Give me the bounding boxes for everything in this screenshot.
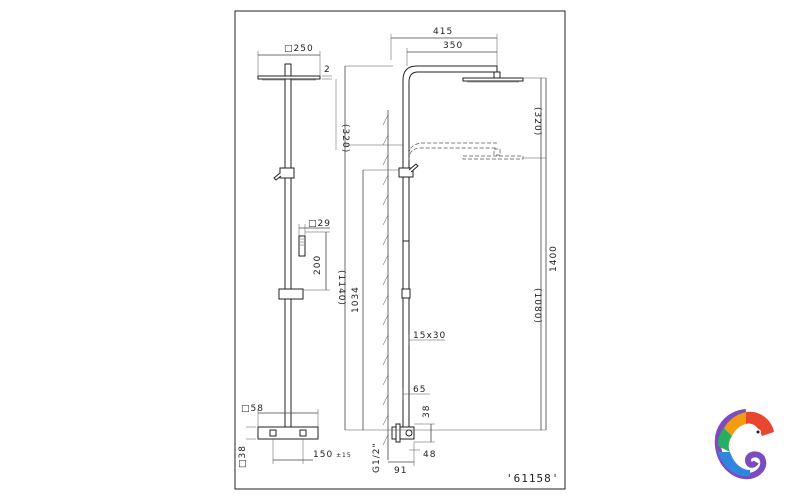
dim-arm-total: 415 — [433, 27, 453, 37]
dim-hand-length: 200 — [313, 255, 323, 275]
dim-hand-size: □29 — [308, 219, 331, 229]
side-column-arm — [402, 65, 498, 430]
dim-mixer-depth: □38 — [238, 445, 248, 468]
dim-mixer-centres: 150 — [313, 450, 333, 460]
front-mixer — [257, 426, 319, 440]
dim-bracket-height: (1140) — [336, 270, 346, 306]
dim-mixer-height: 38 — [422, 405, 432, 418]
side-rain-head — [462, 77, 524, 82]
front-view: □250 2 (320) □29 200 □58 □38 150 ±15 — [238, 44, 352, 468]
dim-mixer-projection: 48 — [423, 450, 436, 460]
drawing-frame — [234, 10, 566, 490]
dim-rail-height: (1080) — [532, 288, 542, 324]
dim-wall-offset: 91 — [394, 466, 407, 476]
dim-arm-reach: 350 — [443, 41, 463, 51]
front-hand-shower — [298, 235, 306, 257]
dim-bracket-section: 15x30 — [413, 331, 446, 341]
wall-hatch — [382, 114, 389, 446]
dim-total-height: 1400 — [549, 245, 559, 272]
dim-column-height: 1034 — [351, 286, 361, 313]
dim-head-size: □250 — [284, 44, 314, 54]
front-holder — [278, 288, 304, 300]
side-hand-shower — [402, 240, 410, 290]
product-code: '61158' — [506, 472, 559, 485]
brand-logo — [714, 409, 774, 480]
dim-side-head-drop: (320) — [532, 107, 542, 136]
front-column — [284, 78, 292, 428]
side-view: 415 350 (320) 1400 (1080) (1140) 1034 15… — [336, 27, 559, 476]
dim-mixer-tolerance: ±15 — [336, 452, 352, 459]
dim-head-thickness: 2 — [324, 65, 331, 75]
dim-mixer-width: □58 — [241, 404, 264, 414]
dim-connection: G1/2" — [372, 442, 382, 473]
dim-column-offset: 65 — [413, 385, 426, 395]
